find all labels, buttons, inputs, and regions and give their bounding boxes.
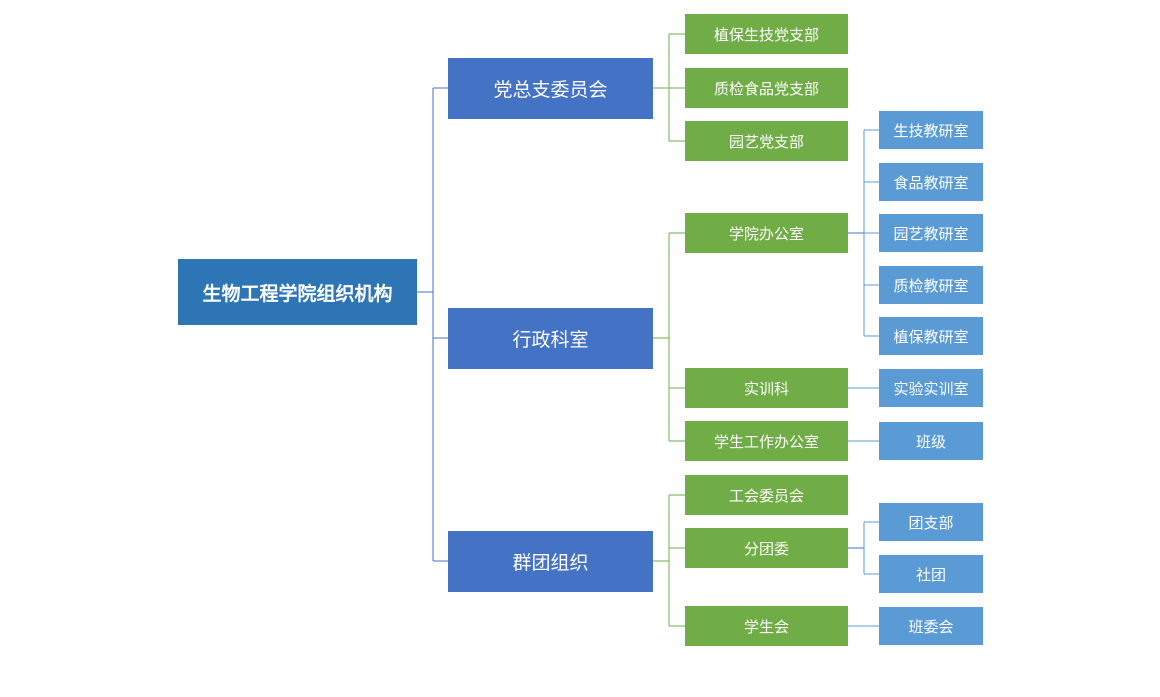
unit-node-label: 实训科 xyxy=(743,379,789,398)
unit-node: 园艺党支部 xyxy=(685,121,848,161)
unit-node: 实训科 xyxy=(685,368,848,408)
unit-node-label: 质检食品党支部 xyxy=(713,79,819,98)
department-node: 党总支委员会 xyxy=(448,57,653,119)
subunit-node: 园艺教研室 xyxy=(879,214,983,252)
unit-node: 分团委 xyxy=(685,528,848,568)
unit-node: 质检食品党支部 xyxy=(685,68,848,108)
root-node-label: 生物工程学院组织机构 xyxy=(202,282,393,305)
unit-node-label: 园艺党支部 xyxy=(728,132,804,151)
subunit-node-label: 生技教研室 xyxy=(893,121,969,140)
subunit-node-label: 植保教研室 xyxy=(893,327,969,346)
unit-node-label: 学生会 xyxy=(743,617,789,636)
department-node-label: 党总支委员会 xyxy=(493,78,608,101)
unit-node-label: 学生工作办公室 xyxy=(713,432,819,451)
subunit-node-label: 园艺教研室 xyxy=(893,224,969,243)
subunit-node: 班委会 xyxy=(879,607,983,645)
department-node: 群团组织 xyxy=(448,530,653,592)
subunit-node-label: 实验实训室 xyxy=(893,379,969,398)
unit-node-label: 学院办公室 xyxy=(728,224,804,243)
subunit-node-label: 团支部 xyxy=(908,513,954,532)
unit-node: 学生会 xyxy=(685,606,848,646)
department-node: 行政科室 xyxy=(448,307,653,369)
subunit-node-label: 班级 xyxy=(915,432,946,451)
subunit-node: 食品教研室 xyxy=(879,163,983,201)
subunit-node-label: 社团 xyxy=(915,565,946,584)
unit-node-label: 工会委员会 xyxy=(728,486,804,505)
subunit-node-label: 食品教研室 xyxy=(893,173,969,192)
subunit-node: 班级 xyxy=(879,422,983,460)
root-node: 生物工程学院组织机构 xyxy=(178,259,417,325)
subunit-node: 植保教研室 xyxy=(879,317,983,355)
unit-node: 学院办公室 xyxy=(685,213,848,253)
subunit-node: 团支部 xyxy=(879,503,983,541)
unit-node: 学生工作办公室 xyxy=(685,421,848,461)
subunit-node-label: 班委会 xyxy=(908,617,954,636)
subunit-node: 社团 xyxy=(879,555,983,593)
subunit-node-label: 质检教研室 xyxy=(893,276,969,295)
unit-node: 工会委员会 xyxy=(685,475,848,515)
unit-node: 植保生技党支部 xyxy=(685,14,848,54)
subunit-node: 质检教研室 xyxy=(879,266,983,304)
department-node-label: 行政科室 xyxy=(512,328,589,351)
subunit-node: 生技教研室 xyxy=(879,111,983,149)
unit-node-label: 分团委 xyxy=(743,539,789,558)
unit-node-label: 植保生技党支部 xyxy=(713,25,819,44)
department-node-label: 群团组织 xyxy=(512,551,589,574)
subunit-node: 实验实训室 xyxy=(879,369,983,407)
